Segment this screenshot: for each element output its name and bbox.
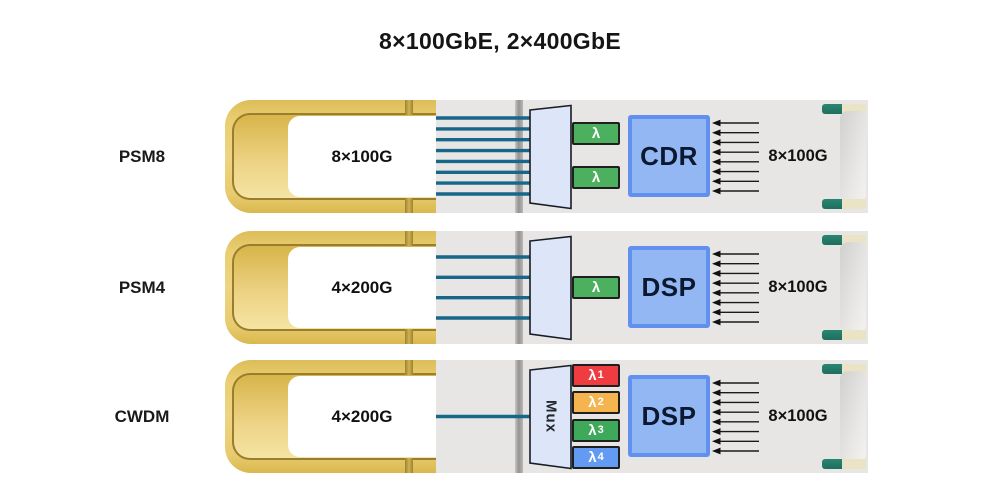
tab-teal-pad xyxy=(822,104,842,114)
row-label: PSM8 xyxy=(118,146,166,166)
wavelength-block: λ xyxy=(572,122,620,145)
connector-tab-bottom xyxy=(822,330,866,340)
arrowhead-left-icon xyxy=(712,187,721,195)
arrowhead-left-icon xyxy=(712,139,721,146)
electrical-connector xyxy=(822,235,866,340)
arrowhead-left-icon xyxy=(712,148,721,156)
fiber-port-label: 4×200G xyxy=(331,406,393,426)
arrowhead-left-icon xyxy=(712,289,721,297)
mux-label: Mux xyxy=(542,400,560,433)
tab-cream-pad xyxy=(841,104,866,114)
optical-coupler xyxy=(529,235,572,341)
tab-teal-pad xyxy=(822,459,842,469)
connector-notch-top xyxy=(405,100,413,115)
tab-cream-pad xyxy=(841,235,866,245)
arrowhead-left-icon xyxy=(712,389,721,397)
fiber-port-plate: 4×200G xyxy=(288,376,436,457)
tab-teal-pad xyxy=(822,199,842,209)
arrowhead-left-icon xyxy=(712,299,721,306)
wavelength-blocks: λ xyxy=(572,231,620,344)
electrical-connector xyxy=(822,104,866,209)
tab-cream-pad xyxy=(841,459,866,469)
optical-mux-coupler xyxy=(529,364,572,470)
connector-body xyxy=(840,242,866,333)
chip-cdr: CDR xyxy=(628,115,710,197)
optical-lanes xyxy=(436,255,533,320)
arrowhead-left-icon xyxy=(712,418,721,426)
optical-lanes xyxy=(436,414,533,419)
arrowhead-left-icon xyxy=(712,428,721,435)
fiber-connector: 4×200G xyxy=(225,360,436,473)
wavelength-block: λ xyxy=(572,276,620,299)
connector-notch-bottom xyxy=(405,329,413,344)
arrowhead-left-icon xyxy=(712,437,721,445)
row-label: PSM4 xyxy=(118,277,166,297)
arrowhead-left-icon xyxy=(712,308,721,316)
faceplate-bar xyxy=(515,231,523,344)
row-psm4: PSM4 4×200G λ DSP 8×100G xyxy=(0,231,1000,344)
electrical-lanes xyxy=(712,379,759,455)
arrowhead-left-icon xyxy=(712,379,721,387)
arrowhead-left-icon xyxy=(712,279,721,287)
electrical-port-label: 8×100G xyxy=(768,147,828,165)
tab-teal-pad xyxy=(822,235,842,245)
arrowhead-left-icon xyxy=(712,250,721,258)
electrical-port-label: 8×100G xyxy=(768,407,828,425)
fiber-port-plate: 4×200G xyxy=(288,247,436,328)
connector-notch-bottom xyxy=(405,198,413,213)
fiber-port-plate: 8×100G xyxy=(288,116,436,197)
tab-cream-pad xyxy=(841,364,866,374)
arrowhead-left-icon xyxy=(712,119,721,127)
connector-notch-top xyxy=(405,360,413,375)
arrowhead-left-icon xyxy=(712,270,721,277)
electrical-connector xyxy=(822,364,866,469)
connector-notch-bottom xyxy=(405,458,413,473)
chip-dsp: DSP xyxy=(628,375,710,457)
electrical-port-label: 8×100G xyxy=(768,278,828,296)
connector-tab-bottom xyxy=(822,459,866,469)
optical-lanes xyxy=(436,116,533,196)
chip-dsp: DSP xyxy=(628,246,710,328)
connector-tab-top xyxy=(822,235,866,245)
connector-tab-top xyxy=(822,104,866,114)
tab-teal-pad xyxy=(822,330,842,340)
arrowhead-left-icon xyxy=(712,177,721,185)
connector-notch-top xyxy=(405,231,413,246)
arrowhead-left-icon xyxy=(712,158,721,166)
tab-cream-pad xyxy=(841,330,866,340)
arrowhead-left-icon xyxy=(712,447,721,455)
connector-tab-bottom xyxy=(822,199,866,209)
connector-body xyxy=(840,371,866,462)
optical-coupler xyxy=(529,104,572,210)
electrical-lanes xyxy=(712,250,759,326)
fiber-connector: 4×200G xyxy=(225,231,436,344)
electrical-lanes xyxy=(712,119,759,195)
fiber-connector: 8×100G xyxy=(225,100,436,213)
arrowhead-left-icon xyxy=(712,399,721,406)
connector-body xyxy=(840,111,866,202)
arrowhead-left-icon xyxy=(712,408,721,416)
faceplate-bar xyxy=(515,100,523,213)
diagram-title: 8×100GbE, 2×400GbE xyxy=(379,28,621,54)
row-label: CWDM xyxy=(114,406,170,426)
fiber-port-label: 4×200G xyxy=(331,277,393,297)
arrowhead-left-icon xyxy=(712,318,721,326)
arrowhead-left-icon xyxy=(712,168,721,175)
fiber-port-label: 8×100G xyxy=(331,146,393,166)
wavelength-block: λ xyxy=(572,166,620,189)
connector-tab-top xyxy=(822,364,866,374)
arrowhead-left-icon xyxy=(712,129,721,137)
arrowhead-left-icon xyxy=(712,260,721,268)
tab-cream-pad xyxy=(841,199,866,209)
tab-teal-pad xyxy=(822,364,842,374)
